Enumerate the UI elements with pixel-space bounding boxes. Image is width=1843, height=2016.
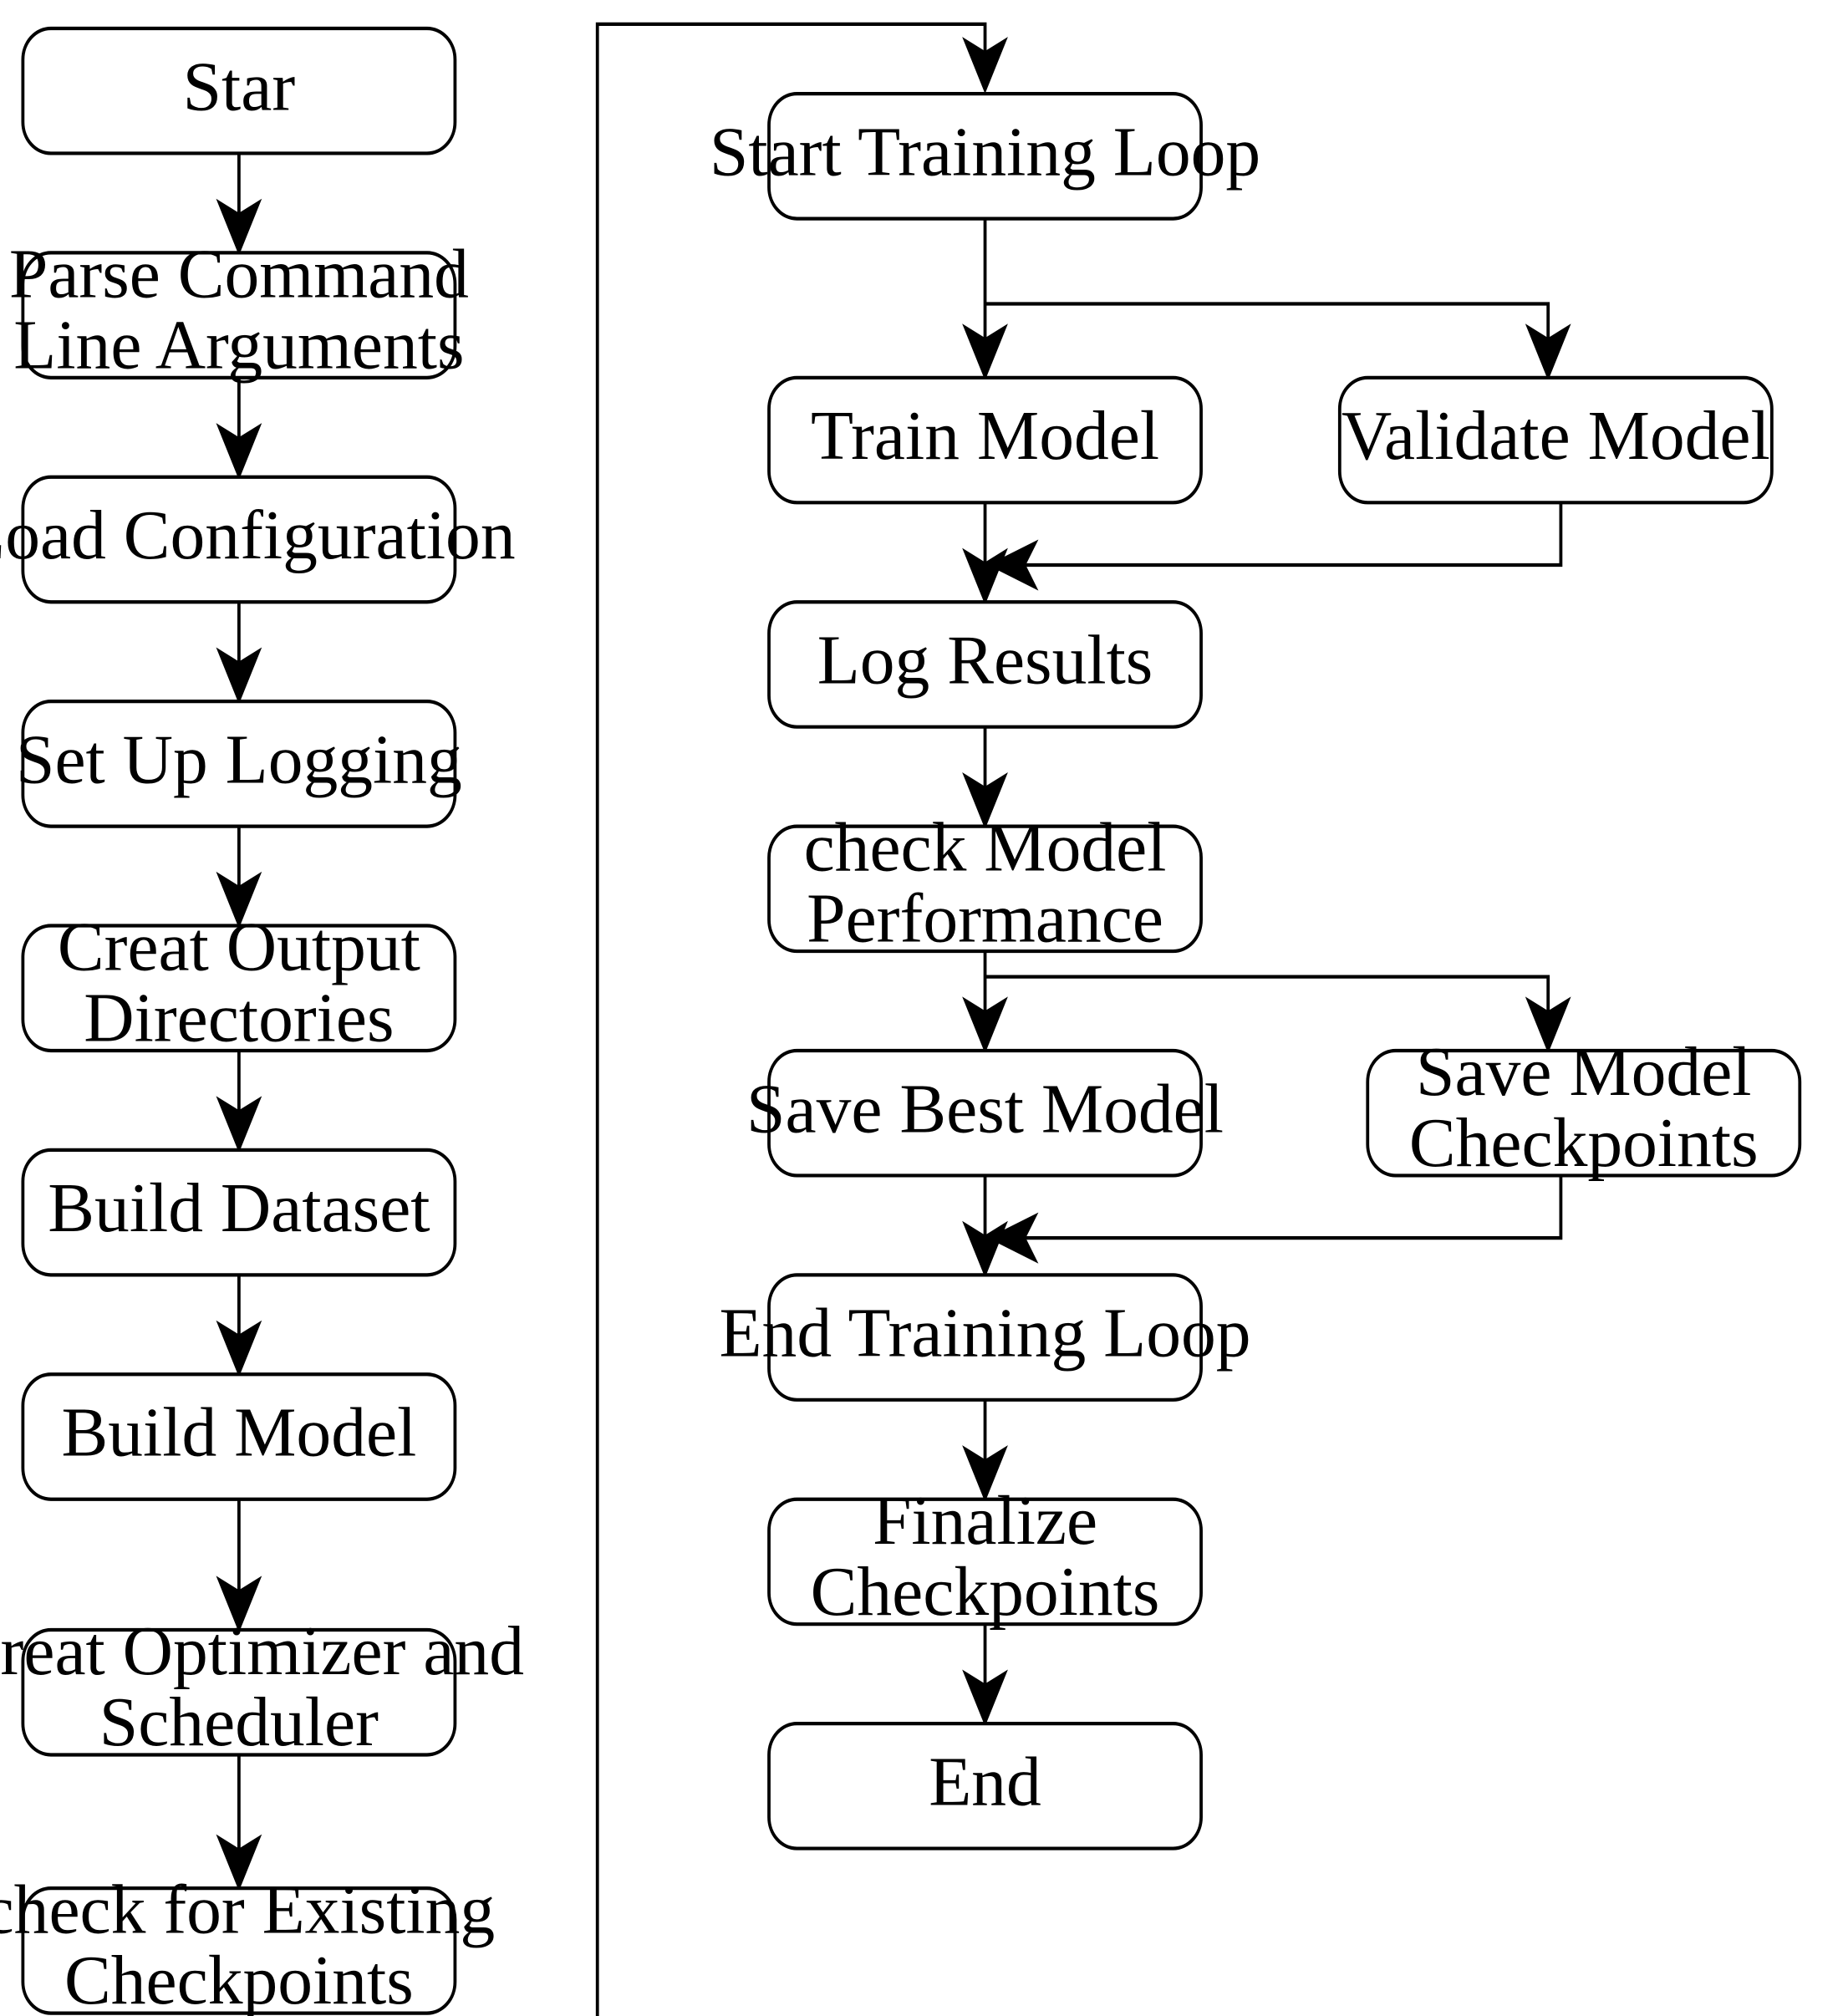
edge-layer: [216, 22, 1571, 2016]
edge-check-performance-to-save-checkpoints: [985, 975, 1571, 1054]
node-save-best-model[interactable]: Save Best Model: [746, 1048, 1224, 1178]
node-build-model-label: Build Model: [61, 1395, 416, 1472]
node-check-model-performance-shape[interactable]: [767, 824, 1203, 954]
node-check-model-performance[interactable]: check Model Performance: [767, 810, 1203, 958]
node-save-model-checkpoints-label-line1: Save Model: [1416, 1034, 1752, 1111]
edge-start-to-parse-args: [216, 153, 262, 256]
edge-build-model-to-create-optimizer: [216, 1499, 262, 1633]
node-creat-optimizer-and-scheduler-label-line2: Scheduler: [99, 1684, 379, 1761]
node-load-configuration-shape[interactable]: [21, 475, 457, 604]
node-creat-optimizer-and-scheduler[interactable]: Creat Optimizer and Scheduler: [0, 1613, 524, 1761]
node-check-model-performance-label-line2: Performance: [807, 881, 1163, 958]
node-check-for-existing-checkpoints-shape[interactable]: [21, 1886, 457, 2015]
node-finalize-checkpoints-label-line1: Finalize: [873, 1483, 1097, 1560]
edge-save-best-model-to-end-loop: [962, 1175, 1008, 1278]
edge-check-performance-to-save-best-model: [962, 951, 1008, 1054]
node-start-training-loop-shape[interactable]: [767, 91, 1203, 221]
node-parse-command-line-arguments-label-line1: Parse Command: [9, 236, 469, 313]
edge-setup-logging-to-create-dirs: [216, 826, 262, 929]
node-check-for-existing-checkpoints-label-line2: Checkpoints: [64, 1942, 414, 2016]
node-creat-output-directories-shape[interactable]: [21, 924, 457, 1053]
node-creat-optimizer-and-scheduler-label-line1: Creat Optimizer and: [0, 1613, 524, 1690]
node-save-model-checkpoints-shape[interactable]: [1366, 1048, 1802, 1178]
edge-finalize-to-end: [962, 1624, 1008, 1727]
node-set-up-logging-shape[interactable]: [21, 699, 457, 828]
node-save-model-checkpoints-label-line2: Checkpoints: [1409, 1105, 1759, 1182]
edge-validate-model-to-log-results: [987, 502, 1563, 591]
node-set-up-logging[interactable]: Set Up Logging: [16, 699, 462, 828]
edge-log-results-to-check-performance: [962, 726, 1008, 829]
node-parse-command-line-arguments[interactable]: Parse Command Line Arguments: [9, 236, 469, 384]
node-creat-optimizer-and-scheduler-shape[interactable]: [21, 1627, 457, 1757]
node-check-for-existing-checkpoints-label-line1: check for Existing: [0, 1871, 495, 1948]
edge-check-checkpoints-to-start-loop: [247, 22, 1008, 2016]
node-build-model[interactable]: Build Model: [21, 1372, 457, 1501]
node-end-training-loop[interactable]: End Training Loop: [720, 1273, 1251, 1402]
edge-create-dirs-to-build-dataset: [216, 1050, 262, 1153]
node-layer: Star Parse Command Line Arguments Load C…: [0, 26, 1802, 2016]
node-build-model-shape[interactable]: [21, 1372, 457, 1501]
node-end[interactable]: End: [767, 1721, 1203, 1851]
node-start-training-loop-label: Start Training Loop: [710, 114, 1260, 191]
node-log-results-shape[interactable]: [767, 600, 1203, 729]
node-load-configuration-label: Load Configuration: [0, 497, 516, 574]
node-creat-output-directories[interactable]: Creat Output Directories: [21, 909, 457, 1057]
node-end-label: End: [929, 1744, 1041, 1820]
node-train-model-label: Train Model: [811, 398, 1159, 475]
edge-end-loop-to-finalize: [962, 1399, 1008, 1503]
node-build-dataset[interactable]: Build Dataset: [21, 1148, 457, 1277]
node-parse-command-line-arguments-label-line2: Line Arguments: [13, 307, 464, 384]
node-star-label: Star: [183, 48, 296, 125]
node-star-shape[interactable]: [21, 26, 457, 155]
node-log-results-label: Log Results: [817, 623, 1153, 700]
edge-train-model-to-log-results: [962, 502, 1008, 605]
node-load-configuration[interactable]: Load Configuration: [0, 475, 516, 604]
node-start-training-loop[interactable]: Start Training Loop: [710, 91, 1260, 221]
node-creat-output-directories-label-line2: Directories: [84, 980, 394, 1057]
node-finalize-checkpoints-label-line2: Checkpoints: [811, 1554, 1160, 1631]
node-star[interactable]: Star: [21, 26, 457, 155]
edge-save-checkpoints-to-end-loop: [987, 1175, 1563, 1264]
node-check-model-performance-label-line1: check Model: [804, 810, 1167, 887]
node-finalize-checkpoints-shape[interactable]: [767, 1497, 1203, 1627]
edge-parse-args-to-load-config: [216, 377, 262, 481]
node-train-model[interactable]: Train Model: [767, 375, 1203, 505]
edge-build-dataset-to-build-model: [216, 1275, 262, 1377]
node-save-best-model-label: Save Best Model: [746, 1071, 1224, 1148]
edge-create-optimizer-to-check-checkpoints: [216, 1754, 262, 1891]
edge-start-loop-to-validate-model: [985, 302, 1571, 381]
node-validate-model[interactable]: Validate Model: [1337, 375, 1774, 505]
node-set-up-logging-label: Set Up Logging: [16, 721, 462, 798]
node-save-model-checkpoints[interactable]: Save Model Checkpoints: [1366, 1034, 1802, 1182]
node-finalize-checkpoints[interactable]: Finalize Checkpoints: [767, 1483, 1203, 1631]
node-build-dataset-shape[interactable]: [21, 1148, 457, 1277]
node-parse-command-line-arguments-shape[interactable]: [21, 251, 457, 379]
node-train-model-shape[interactable]: [767, 375, 1203, 505]
node-save-best-model-shape[interactable]: [767, 1048, 1203, 1178]
edge-load-config-to-setup-logging: [216, 602, 262, 705]
node-creat-output-directories-label-line1: Creat Output: [58, 909, 420, 986]
node-validate-model-label: Validate Model: [1342, 398, 1770, 475]
node-check-for-existing-checkpoints[interactable]: check for Existing Checkpoints: [0, 1871, 495, 2016]
node-build-dataset-label: Build Dataset: [48, 1170, 430, 1247]
node-log-results[interactable]: Log Results: [767, 600, 1203, 729]
node-validate-model-shape[interactable]: [1337, 375, 1774, 505]
node-end-training-loop-shape[interactable]: [767, 1273, 1203, 1402]
node-end-training-loop-label: End Training Loop: [720, 1296, 1251, 1372]
edge-start-loop-to-train-model: [962, 218, 1008, 381]
node-end-shape[interactable]: [767, 1721, 1203, 1851]
